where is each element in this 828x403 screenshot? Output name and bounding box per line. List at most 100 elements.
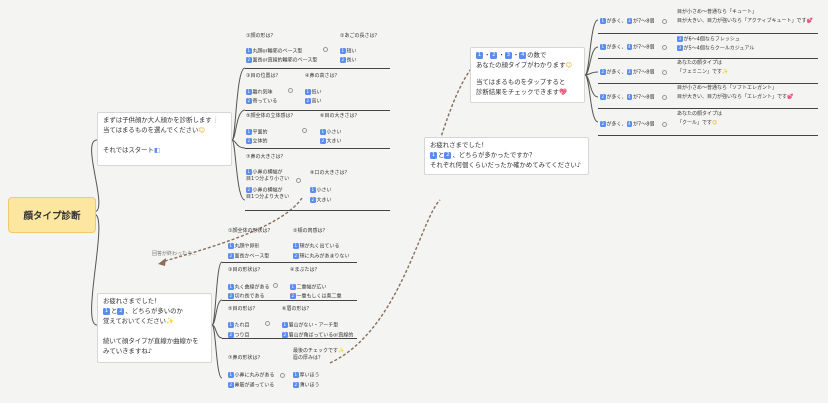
second-intro-line-3: 覚えておいてください✨ [103, 317, 174, 325]
collapse-icon[interactable] [265, 321, 270, 326]
group2-divider-3 [222, 338, 357, 339]
g2-q2: ②頬の肉感は？ [293, 228, 328, 234]
g2-q7: ⑦鼻の形状は？ [228, 355, 263, 361]
g2-q4: ④まぶたは？ [290, 267, 320, 273]
g2-q5: ⑤目の形は？ [228, 306, 258, 312]
results-divider-3 [598, 83, 818, 84]
group1-divider-1 [245, 68, 390, 69]
result-text-1b[interactable]: 目が大きい、目力が強いなら「アクティブキュート」です💕 [677, 18, 813, 24]
collapse-icon[interactable] [296, 178, 301, 183]
collapse-icon[interactable] [273, 283, 278, 288]
group1-divider-4 [245, 210, 390, 211]
collapse-icon[interactable] [280, 373, 285, 378]
result-text-4a[interactable]: 目が小さめ〜普通なら「ソフトエレガント」 [677, 85, 778, 91]
g1-q2: ②あごの長さは？ [340, 33, 380, 39]
transition-label: 回答が終わったら... [152, 251, 197, 257]
collapse-icon[interactable] [288, 88, 293, 93]
g2-q6: ⑥眉の形は？ [282, 306, 312, 312]
collapse-icon[interactable] [662, 95, 667, 100]
group2-divider-1 [222, 262, 357, 263]
g1-q8: ⑧口の大きさは？ [310, 170, 350, 176]
result-intro-line-4: 診断結果をチェックできます💖 [476, 88, 568, 96]
result-text-5a[interactable]: あなたの顔タイプは [677, 111, 723, 117]
intro-line-3: それではスタート◧ [103, 146, 160, 154]
g2-q8: 最後のチェックです✨唇の厚みは？ [293, 348, 345, 361]
intro-node[interactable]: まずは子供顔か大人顔かを診断します❕ 当てはまるものを選んでください☺ それでは… [97, 112, 232, 166]
results-divider-5 [598, 135, 818, 136]
intro-line-1: まずは子供顔か大人顔かを診断します❕ [103, 116, 220, 124]
result-text-3b[interactable]: 「フェミニン」です✨ [677, 69, 729, 75]
result-text-3a[interactable]: あなたの顔タイプは [677, 60, 723, 66]
collapse-icon[interactable] [662, 19, 667, 24]
third-box-line-1: お疲れさまでした！ [430, 141, 488, 149]
collapse-icon[interactable] [662, 122, 667, 127]
results-divider-4 [598, 108, 818, 109]
result-text-5b[interactable]: 「クール」です☺ [677, 120, 718, 126]
group2-divider-2 [222, 300, 357, 301]
g1-q1: ①顔の形は？ [246, 33, 276, 39]
group1-divider-3 [245, 148, 390, 149]
collapse-icon[interactable] [662, 70, 667, 75]
g2-q3: ③目の形状は？ [228, 267, 263, 273]
result-text-1a[interactable]: 目が小さめ〜普通なら「キュート」 [677, 9, 758, 15]
second-intro-line-5: みていきますね♪ [103, 347, 152, 355]
results-divider-1 [598, 33, 818, 34]
result-text-4b[interactable]: 目が大きい、目力が強いなら「エレガント」です💕 [677, 94, 794, 100]
g1-q5: ⑤顔全体の立体感は？ [246, 113, 296, 119]
second-intro-line-1: お疲れさまでした！ [103, 297, 161, 305]
main-topic[interactable]: 顔タイプ診断 [8, 197, 96, 233]
intro-line-2: 当てはまるものを選んでください☺ [103, 126, 206, 134]
collapse-icon[interactable] [302, 128, 307, 133]
collapse-icon[interactable] [662, 45, 667, 50]
result-intro-line-3: 当てはまるものをタップすると [476, 78, 566, 86]
results-divider-2 [598, 58, 818, 59]
result-intro-line-2: あなたの顔タイプがわかります☺ [476, 61, 573, 69]
g1-q4: ④鼻の高さは？ [305, 73, 340, 79]
collapse-icon[interactable] [323, 47, 328, 52]
